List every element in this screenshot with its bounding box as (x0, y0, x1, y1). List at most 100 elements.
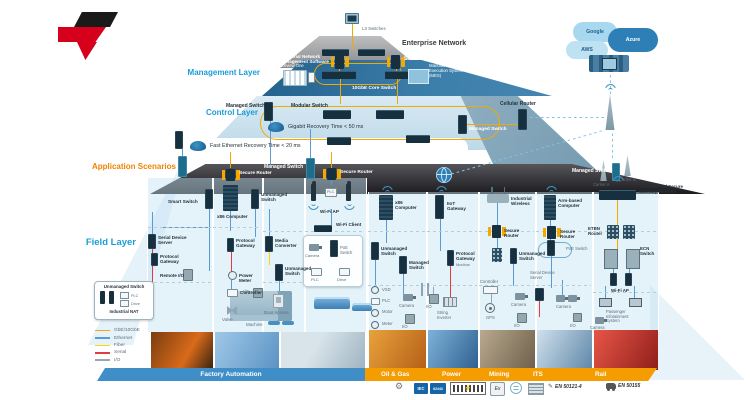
cert-card-badge (528, 383, 544, 395)
data-center-monitor-icon (602, 58, 617, 70)
device-label: Secure Router (504, 228, 520, 239)
device-label: Carrier A (593, 182, 610, 187)
device-label: T2G Onboard Secure Gateway Platform (639, 184, 683, 194)
agv-graphic (314, 297, 350, 309)
separator-line (368, 231, 425, 232)
device-label: Remote I/O (160, 273, 185, 278)
device-label: I/O (570, 323, 576, 328)
rack-switch-device (314, 225, 332, 232)
device-label: Gigabit Recovery Time < 50 ms (288, 124, 364, 130)
google-cloud: Google (573, 22, 617, 42)
callout-title: Unmanaged Switch (103, 284, 145, 289)
legend-item: GbE/10GbE (95, 327, 140, 334)
secure-router-device (322, 168, 341, 180)
din-switch-device (148, 234, 156, 249)
device-label: Controller (240, 290, 262, 295)
device-label: IIoT Gateway (447, 201, 466, 212)
device-label: PoE Switch (340, 245, 353, 255)
device-label: Managed Switch (572, 168, 612, 174)
device-label: Managed Switch (226, 103, 266, 109)
legend-item: Ethernet (95, 334, 140, 341)
photo-factory-2 (214, 332, 279, 368)
camera-icon (595, 317, 607, 324)
application-scenarios-heading: Application Scenarios (91, 162, 176, 171)
connection-line (340, 78, 342, 104)
io-module (253, 288, 263, 298)
device-label: Unmanaged Switch (381, 246, 408, 257)
din-switch-device (447, 250, 454, 266)
device-label: VSD (382, 287, 391, 292)
redundancy-ring (260, 106, 500, 140)
rack-switch-device (406, 135, 430, 143)
cert-en50155: EN 50155 (606, 383, 640, 391)
managed-switch-device (612, 163, 620, 181)
din-switch-device (205, 189, 213, 209)
din-switch-icon (100, 291, 105, 304)
device-label: Camera (556, 304, 571, 309)
legend-label: Serial (114, 350, 127, 356)
io-module (429, 294, 439, 304)
legend-label: Ethernet (114, 335, 133, 341)
connection-line (270, 121, 272, 167)
wifi-arcs-icon (344, 204, 354, 210)
io-module (405, 314, 415, 324)
connection-line (269, 252, 271, 265)
connection-line (152, 249, 154, 305)
device-label: String Inverter (437, 310, 452, 320)
legend-item: I/O (95, 357, 140, 364)
connection-line (375, 260, 377, 286)
plc-box (371, 298, 380, 305)
din-switch-device (227, 238, 234, 252)
device-label: I/O (243, 289, 249, 294)
door-access-icon (273, 294, 284, 308)
wireless-link-line (530, 117, 608, 119)
device-label: Modbus (456, 262, 470, 267)
rack-switch-device (327, 137, 351, 145)
din-switch-device (518, 109, 527, 130)
camera-icon (556, 295, 568, 302)
connection-line (550, 220, 552, 227)
separator-line (427, 231, 477, 232)
rack-switch-device (322, 49, 349, 56)
legend-label: Fiber (114, 342, 125, 348)
separator-line (263, 231, 303, 232)
device-label: GPS (486, 315, 495, 320)
fieldbus-logo (282, 321, 294, 325)
connection-line (497, 203, 499, 226)
plc-box (120, 292, 129, 299)
din-switch-device (510, 248, 517, 264)
device-label: Meter (382, 321, 393, 326)
banner-label-factory-automation: Factory Automation (200, 371, 262, 378)
din-switch-device (547, 240, 555, 256)
camera-icon (568, 295, 580, 302)
certification-gear-icon: ⚙ (395, 381, 404, 391)
train-icon (606, 383, 616, 391)
device-label: Unmanaged Switch (519, 251, 546, 262)
device-label: Managed Switch (264, 164, 304, 170)
connection-line (230, 211, 232, 231)
photo-mining (479, 330, 535, 370)
device-label: Arm-based Computer (558, 198, 582, 209)
photo-its (536, 330, 592, 370)
photo-power (427, 330, 478, 370)
device-label: 10GbE Core Switch (352, 86, 397, 91)
plc-box (311, 268, 322, 276)
carrier-antenna-icon (624, 155, 631, 176)
device-label: Unmanaged Switch (285, 266, 312, 277)
device-label: Machine (246, 322, 263, 327)
rack-switch-device (358, 49, 385, 56)
cert-iec-badge: IEC (414, 383, 428, 394)
device-label: ECN Switch (640, 246, 655, 256)
connection-line (539, 301, 541, 317)
din-switch-device (175, 131, 183, 149)
connection-line (269, 209, 271, 237)
io-module (573, 313, 582, 322)
meter-icon (371, 286, 379, 294)
industrial-computer-device (379, 195, 393, 220)
device-label: PLC (327, 190, 335, 194)
connection-line (331, 152, 333, 168)
pyramid-right-face (650, 285, 745, 380)
connection-line (397, 78, 399, 104)
control-layer-heading: Control Layer (205, 108, 258, 117)
photo-rail (593, 330, 658, 370)
